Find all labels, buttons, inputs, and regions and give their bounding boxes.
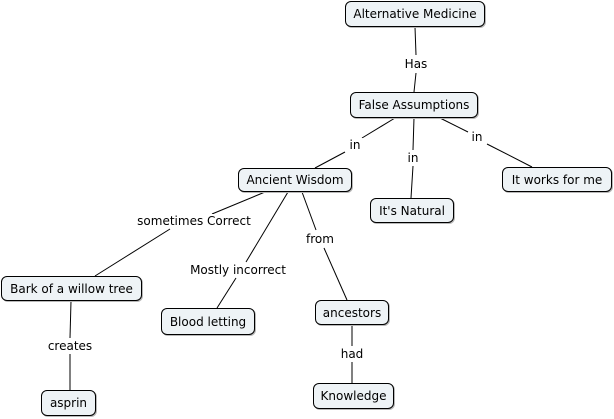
link-label-in-ancient-wisdom: in [347, 138, 363, 152]
edge-in-ancient-to-ancient-wisdom [314, 151, 346, 169]
link-label-had: had [338, 347, 366, 361]
edge-in-natural-to-its-natural [410, 165, 414, 199]
node-its-natural[interactable]: It's Natural [370, 198, 454, 223]
node-alternative-medicine-label: Alternative Medicine [353, 7, 477, 21]
link-label-in-it-works-for-me: in [469, 130, 485, 144]
edge-false-assumptions-to-in-works [439, 117, 469, 133]
node-ancient-wisdom[interactable]: Ancient Wisdom [238, 168, 352, 192]
node-knowledge-label: Knowledge [320, 389, 387, 403]
edge-ancient-wisdom-to-sometimes-correct [211, 191, 266, 215]
node-it-works-for-me[interactable]: It works for me [502, 167, 612, 192]
edge-ancient-wisdom-to-from [301, 191, 317, 231]
edge-false-assumptions-to-in-ancient [361, 117, 396, 139]
edge-mostly-incorrect-to-blood-letting [216, 277, 237, 309]
node-false-assumptions[interactable]: False Assumptions [350, 92, 478, 118]
node-blood-letting-label: Blood letting [169, 314, 247, 329]
node-it-works-for-me-label: It works for me [511, 172, 603, 187]
node-blood-letting[interactable]: Blood letting [161, 308, 255, 335]
node-ancient-wisdom-label: Ancient Wisdom [246, 173, 344, 187]
edge-has-to-false-assumptions [413, 72, 417, 93]
link-label-mostly-incorrect: Mostly incorrect [188, 263, 288, 277]
edge-from-to-ancestors [323, 247, 348, 301]
node-alternative-medicine[interactable]: Alternative Medicine [345, 1, 485, 27]
node-false-assumptions-label: False Assumptions [358, 98, 470, 112]
link-label-from: from [304, 232, 336, 246]
node-asprin[interactable]: asprin [41, 390, 96, 416]
edge-alternative-medicine-to-has [414, 26, 417, 56]
edge-sometimes-correct-to-bark [94, 228, 171, 277]
edge-ancient-wisdom-to-mostly-incorrect [245, 191, 289, 263]
edge-bark-to-creates [69, 300, 72, 339]
node-asprin-label: asprin [49, 396, 88, 410]
edge-false-assumptions-to-in-natural [412, 117, 415, 151]
node-bark-of-a-willow-tree[interactable]: Bark of a willow tree [1, 276, 142, 301]
node-its-natural-label: It's Natural [379, 203, 445, 218]
link-label-creates: creates [45, 339, 95, 353]
edge-in-works-to-it-works-for-me [486, 143, 533, 168]
node-knowledge[interactable]: Knowledge [313, 383, 394, 409]
node-ancestors[interactable]: ancestors [315, 300, 389, 325]
link-label-has: Has [402, 57, 430, 71]
node-ancestors-label: ancestors [322, 305, 382, 320]
link-label-sometimes-correct: sometimes Correct [135, 214, 253, 228]
link-label-in-its-natural: in [405, 151, 421, 165]
node-bark-of-a-willow-tree-label: Bark of a willow tree [10, 281, 133, 296]
